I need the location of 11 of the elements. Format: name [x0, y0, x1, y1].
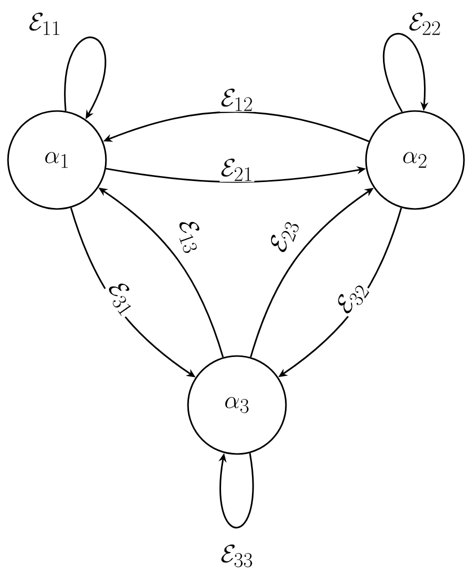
edge-label: $\mathcal{E}_{13}$ — [172, 216, 208, 256]
edge-label: $\mathcal{E}_{31}$ — [102, 276, 142, 320]
edge-label: $\mathcal{E}_{33}$ — [220, 544, 254, 568]
edge-label: $\mathcal{E}_{11}$ — [28, 12, 62, 36]
edge-label: $\mathcal{E}_{23}$ — [266, 216, 302, 256]
arrow — [218, 453, 254, 528]
edge-label: $\mathcal{E}_{12}$ — [220, 88, 254, 112]
arrow — [382, 33, 429, 112]
edge-label: $\mathcal{E}_{22}$ — [408, 12, 442, 36]
edge-label: $\mathcal{E}_{21}$ — [220, 158, 254, 182]
edge-label: $\mathcal{E}_{32}$ — [332, 276, 372, 320]
